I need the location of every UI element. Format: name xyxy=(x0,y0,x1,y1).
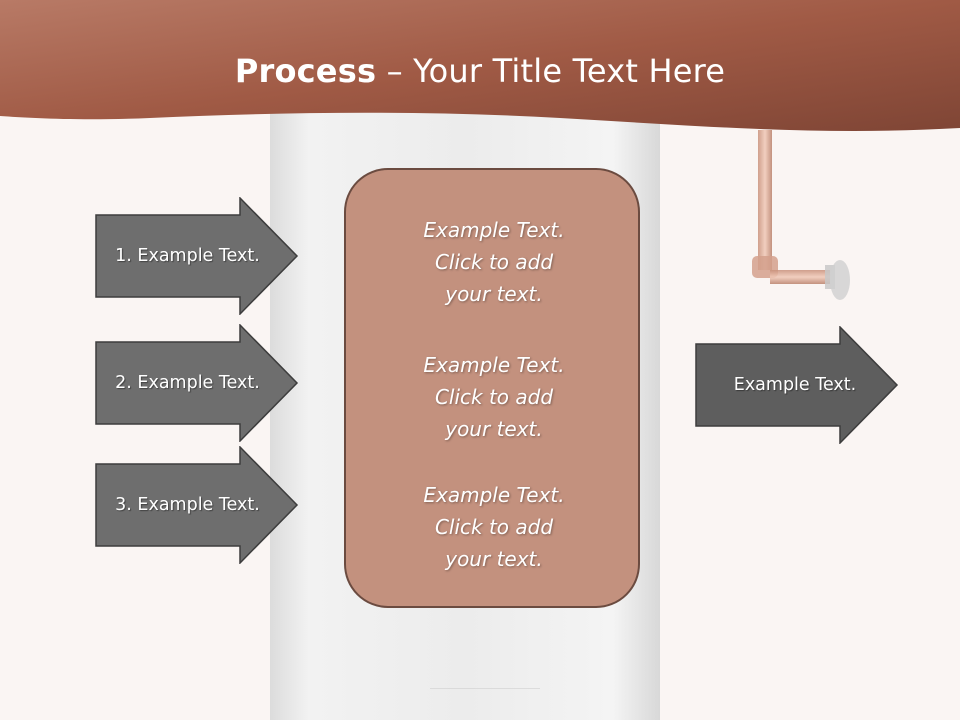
header-band xyxy=(0,0,960,131)
arrow-label: 2. Example Text. xyxy=(115,373,260,393)
panel-text-block-3: Example Text. Click to add your text. xyxy=(423,483,565,571)
center-text-panel: Example Text. Click to add your text. Ex… xyxy=(344,168,640,608)
arrow-shape xyxy=(95,197,299,315)
heater-base-detail xyxy=(430,688,540,719)
step-arrow-3: 3. Example Text. xyxy=(95,446,300,564)
title-rest: – Your Title Text Here xyxy=(376,52,726,90)
step-arrow-2: 2. Example Text. xyxy=(95,324,300,442)
result-arrow: Example Text. xyxy=(695,326,900,444)
title-bold: Process xyxy=(234,52,377,90)
slide-title: Process – Your Title Text Here xyxy=(0,52,960,90)
arrow-label: 1. Example Text. xyxy=(115,246,260,266)
step-arrow-1: 1. Example Text. xyxy=(95,197,300,315)
arrow-shape xyxy=(95,324,299,442)
panel-text-block-1: Example Text. Click to add your text. xyxy=(423,218,565,306)
arrow-shape xyxy=(95,446,299,564)
panel-text-block-2: Example Text. Click to add your text. xyxy=(423,353,565,441)
copper-pipe-image xyxy=(752,130,850,300)
arrow-shape xyxy=(695,326,899,444)
arrow-label: 3. Example Text. xyxy=(115,495,260,515)
arrow-label: Example Text. xyxy=(733,375,857,395)
